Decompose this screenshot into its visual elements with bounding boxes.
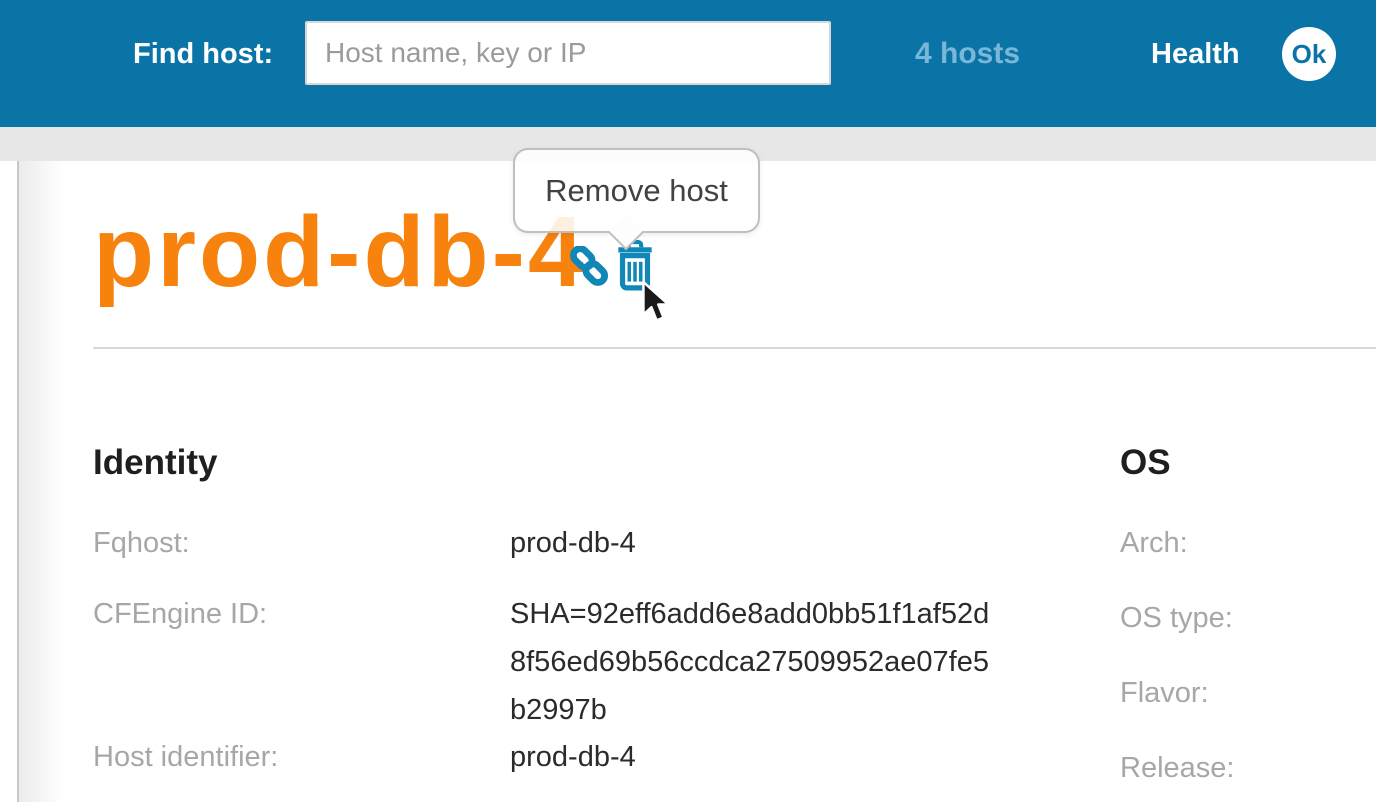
identity-section-heading: Identity [93,443,218,482]
identity-row-cfengine-id: CFEngine ID: SHA=92eff6add6e8add0bb51f1a… [93,590,1013,734]
fqhost-value: prod-db-4 [510,527,636,559]
flavor-label: Flavor: [1120,677,1209,709]
title-divider [93,347,1376,349]
identity-row-host-identifier: Host identifier: prod-db-4 [93,733,1013,781]
content-panel-edge [17,161,19,802]
fqhost-label: Fqhost: [93,527,190,559]
remove-host-tooltip: Remove host [513,148,760,233]
os-section-heading: OS [1120,443,1171,482]
remove-host-button[interactable] [614,240,656,292]
os-row-flavor: Flavor: [1120,669,1376,717]
host-identifier-label: Host identifier: [93,741,279,773]
cfengine-id-value: SHA=92eff6add6e8add0bb51f1af52d8f56ed69b… [510,598,990,726]
find-host-label: Find host: [133,38,274,70]
trash-icon [614,240,656,295]
health-status-text: Ok [1291,38,1327,69]
release-label: Release: [1120,752,1235,784]
os-row-arch: Arch: [1120,519,1376,567]
os-row-os-type: OS type: [1120,594,1376,642]
host-identifier-value: prod-db-4 [510,741,636,773]
host-link-button[interactable] [568,245,610,297]
content-panel-shadow [19,161,63,802]
arch-label: Arch: [1120,527,1188,559]
os-type-label: OS type: [1120,602,1233,634]
top-bar: Find host: 4 hosts Health Ok [0,0,1376,127]
os-row-release: Release: [1120,744,1376,792]
health-status-badge[interactable]: Ok [1282,27,1336,81]
identity-row-fqhost: Fqhost: prod-db-4 [93,519,1013,567]
host-title: prod-db-4 [93,196,587,308]
cfengine-id-label: CFEngine ID: [93,598,268,630]
hosts-count-link[interactable]: 4 hosts [915,37,1021,70]
tooltip-text: Remove host [545,172,728,208]
link-icon [568,245,610,297]
host-search-input[interactable] [305,21,831,85]
health-label: Health [1151,38,1240,70]
